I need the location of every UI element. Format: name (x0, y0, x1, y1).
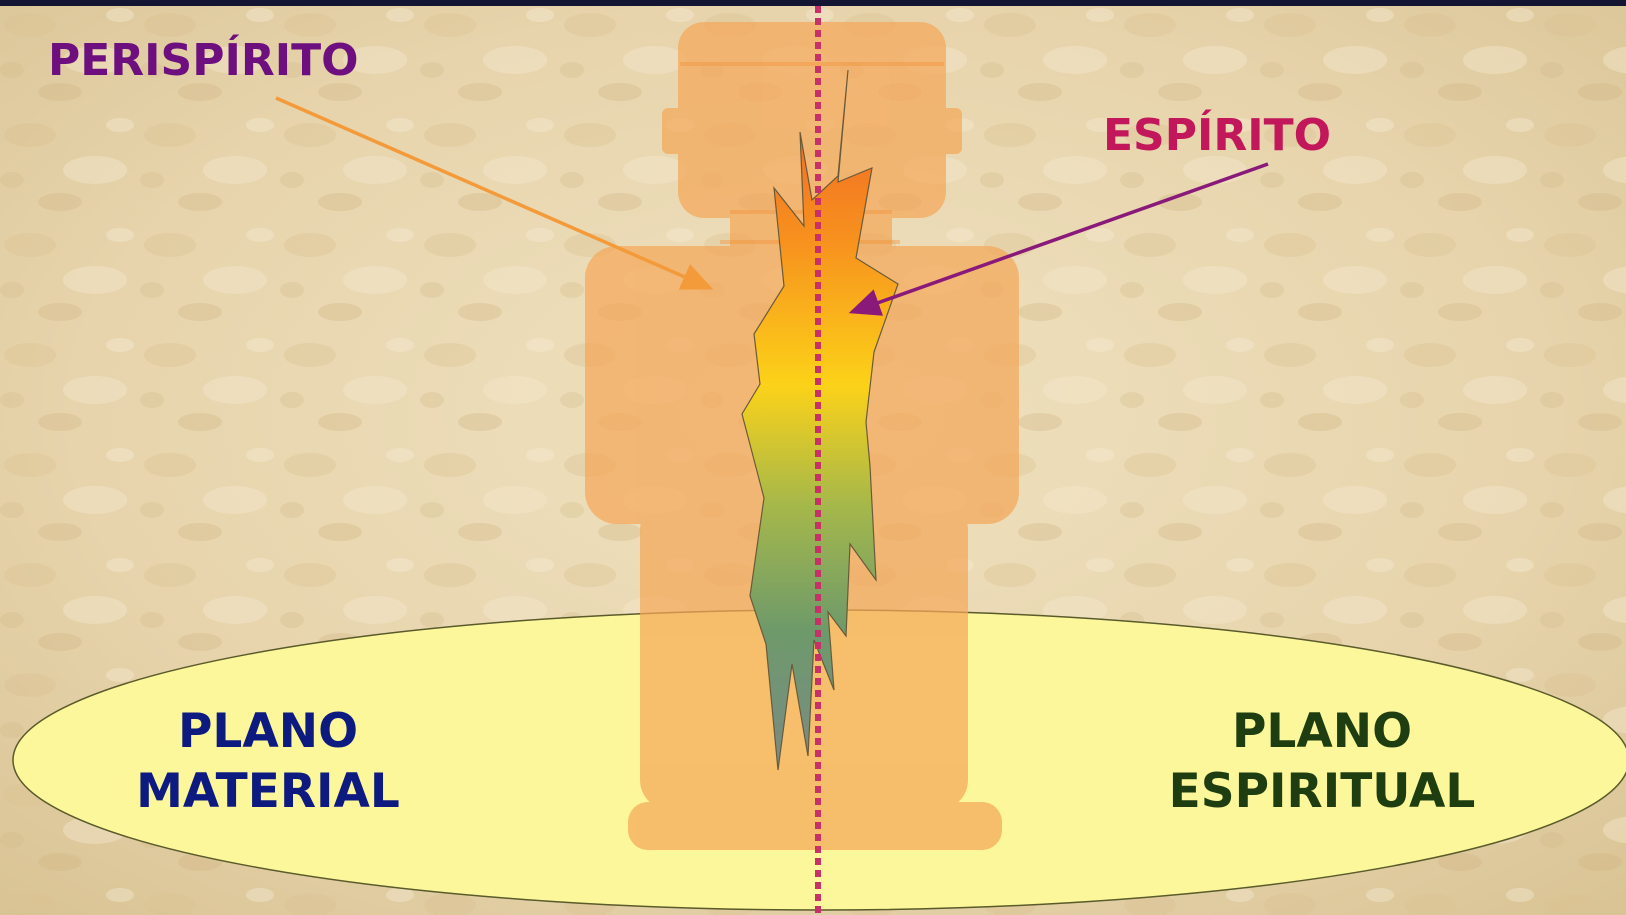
plano-material-label-line1: PLANO (178, 704, 358, 759)
top-border (0, 0, 1626, 6)
figure-left-ear (662, 108, 684, 154)
espirito-label: ESPÍRITO (1103, 108, 1331, 161)
figure-right-ear (940, 108, 962, 154)
plano-espiritual-label-line1: PLANO (1232, 704, 1412, 759)
plano-material-label-line2: MATERIAL (136, 764, 400, 819)
figure-head (678, 22, 946, 218)
perispirito-label: PERISPÍRITO (48, 33, 359, 86)
plano-espiritual-label-line2: ESPIRITUAL (1169, 764, 1476, 819)
